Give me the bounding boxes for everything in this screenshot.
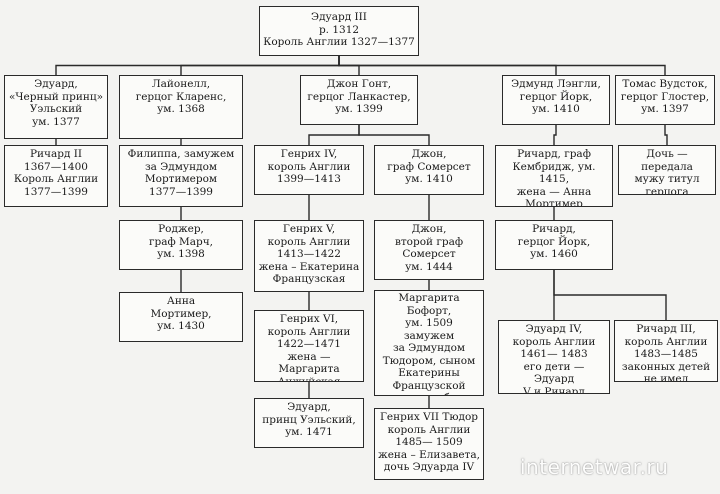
node-john-somerset: Джон, граф Сомерсет ум. 1410 [374,145,484,195]
node-edward-iii: Эдуард III р. 1312 Король Англии 1327—13… [259,6,419,56]
node-richard-york: Ричард, герцог Йорк, ум. 1460 [495,220,613,270]
node-henry-v: Генрих V, король Англии 1413—1422 жена –… [254,220,364,292]
node-richard-ii: Ричард II 1367—1400 Король Англии 1377—1… [4,145,108,207]
node-philippa: Филиппа, замужем за Эдмундом Мортимером … [119,145,243,207]
edge-richard_york-richard3 [553,270,667,320]
edge-john_gaunt-john_somerset [358,125,430,145]
node-margaret-beaufort: Маргарита Бофорт, ум. 1509 замужем за Эд… [374,290,484,396]
edge-edward3-thomas [338,56,666,75]
edge-edmund-richard_cambridge [553,125,557,145]
node-richard-iii: Ричард III, король Англии 1483—1485 зако… [614,320,718,382]
node-anne-mortimer: Анна Мортимер, ум. 1430 [119,292,243,342]
edge-edward3-lionel [180,56,340,75]
node-daughter-buckingham: Дочь — передала мужу титул герцога Бэкин… [618,145,716,195]
edge-thomas-daughter [664,125,668,145]
node-henry-vii: Генрих VII Тюдор король Англии 1485— 150… [374,408,484,480]
node-black-prince: Эдуард, «Черный принц» Уэльский ум. 1377 [4,75,108,139]
node-henry-iv: Генрих IV, король Англии 1399—1413 [254,145,364,195]
node-edmund-langley: Эдмунд Лэнгли, герцог Йорк, ум. 1410 [502,75,610,125]
node-lionel: Лайонелл, герцог Кларенс, ум. 1368 [119,75,243,139]
node-roger: Роджер, граф Марч, ум. 1398 [119,220,243,270]
node-henry-vi: Генрих VI, король Англии 1422—1471 жена … [254,310,364,382]
node-richard-cambridge: Ричард, граф Кембридж, ум. 1415, жена — … [495,145,613,207]
node-edward-iv: Эдуард IV, король Англии 1461— 1483 его … [498,320,610,394]
node-edward-prince-wales: Эдуард, принц Уэльский, ум. 1471 [254,398,364,448]
edge-john_gaunt-henry4 [308,125,360,145]
node-john-somerset-2: Джон, второй граф Сомерсет ум. 1444 [374,220,484,280]
watermark: internetwar.ru [520,455,669,479]
node-john-gaunt: Джон Гонт, герцог Ланкастер, ум. 1399 [300,75,418,125]
node-thomas-woodstock: Томас Вудсток, герцог Глостер, ум. 1397 [615,75,715,125]
